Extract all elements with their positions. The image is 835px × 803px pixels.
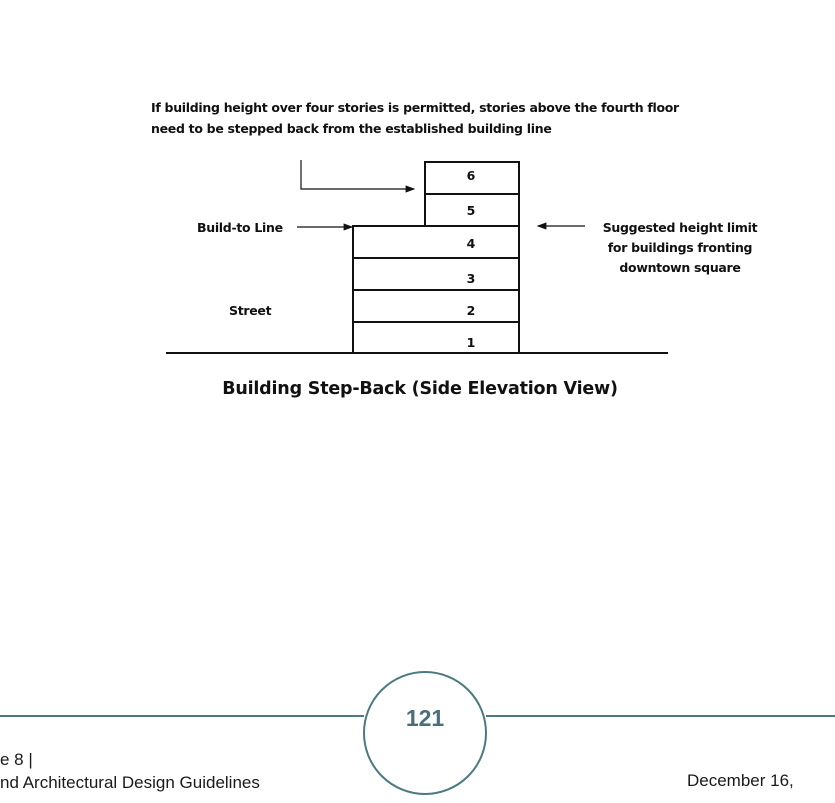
height-limit-label: Suggested height limit for buildings fro…: [602, 220, 758, 275]
note-arrow: [300, 160, 416, 193]
footer-rule-right: [486, 715, 835, 717]
page-number-badge: 121: [363, 671, 487, 795]
page-number: 121: [405, 704, 445, 731]
footer-rule-left: [0, 715, 364, 717]
footer-section: e 8 |: [0, 750, 33, 769]
story-number: 1: [466, 335, 476, 350]
diagram-title: Building Step-Back (Side Elevation View): [222, 379, 618, 399]
story-number: 3: [466, 271, 476, 286]
footer-document-info: e 8 | nd Architectural Design Guidelines: [0, 748, 260, 794]
story-number: 5: [466, 203, 476, 218]
story-number: 6: [466, 168, 476, 183]
diagram-note: If building height over four stories is …: [151, 100, 679, 136]
footer-document-title: nd Architectural Design Guidelines: [0, 773, 260, 792]
build-to-line-label: Build-to Line: [197, 220, 283, 235]
story-number: 2: [466, 303, 476, 318]
story-number: 4: [466, 236, 476, 251]
footer-date: December 16,: [687, 771, 794, 790]
street-label: Street: [229, 303, 272, 318]
